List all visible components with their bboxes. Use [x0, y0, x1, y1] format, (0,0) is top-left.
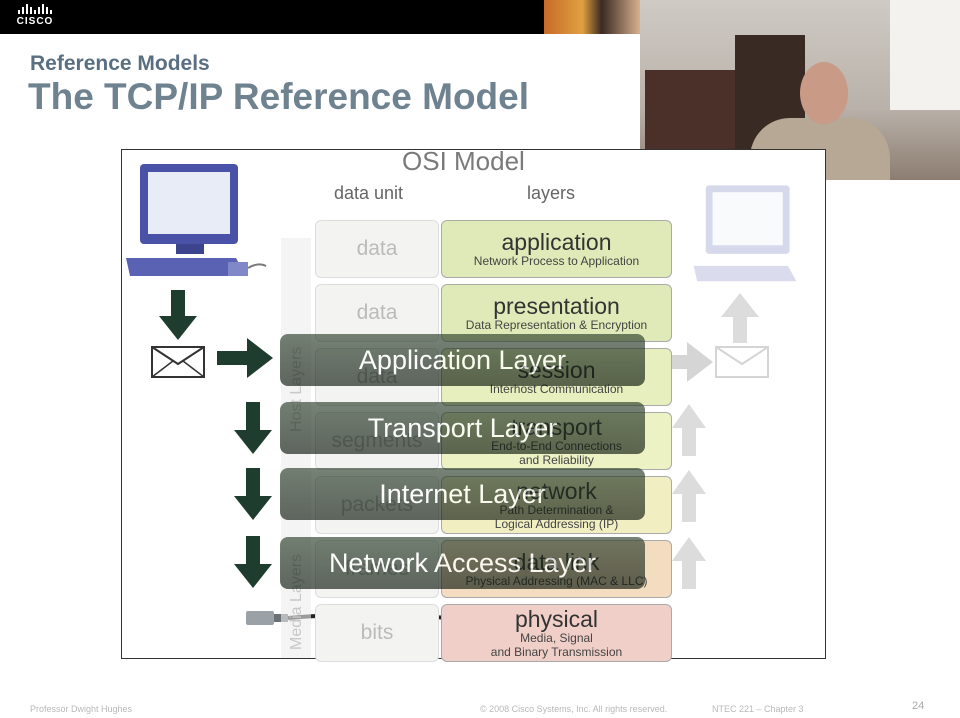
slide-title: The TCP/IP Reference Model	[28, 76, 529, 118]
down-arrow-icon-4	[234, 536, 272, 588]
osi-data-unit: bits	[315, 604, 439, 662]
ghost-envelope-icon	[715, 346, 769, 378]
section-label: Reference Models	[30, 52, 210, 75]
footer-copyright: © 2008 Cisco Systems, Inc. All rights re…	[480, 704, 668, 714]
footer-course: NTEC 221 – Chapter 3	[712, 704, 804, 714]
osi-layer-name: physical	[514, 606, 599, 632]
osi-layer-name: application	[501, 229, 612, 255]
cisco-logo: CISCO	[12, 4, 58, 30]
osi-layer-desc-2: and Reliability	[519, 453, 594, 467]
osi-data-unit: data	[315, 284, 439, 342]
webcam-video	[640, 0, 960, 180]
tcpip-network-access-layer: Network Access Layer	[280, 537, 645, 589]
column-header-layers: layers	[527, 183, 576, 203]
presenter-head	[800, 62, 848, 124]
osi-layer-desc: Data Representation & Encryption	[465, 318, 648, 332]
logo-text: CISCO	[16, 16, 54, 27]
footer-presenter: Professor Dwight Hughes	[30, 704, 133, 714]
osi-model-title: OSI Model	[402, 146, 525, 176]
down-arrow-icon	[159, 290, 197, 340]
tcpip-transport-layer: Transport Layer	[280, 402, 645, 454]
ghost-up-arrow-icon-4	[672, 537, 706, 589]
down-arrow-icon-2	[234, 402, 272, 454]
osi-layer-desc: Media, Signal	[520, 631, 593, 645]
tcpip-internet-layer: Internet Layer	[280, 468, 645, 520]
down-arrow-icon-3	[234, 468, 272, 520]
presenter-video-thumbnail	[544, 0, 640, 34]
column-header-data-unit: data unit	[334, 183, 404, 203]
ghost-up-arrow-icon-3	[672, 470, 706, 522]
tcpip-application-layer: Application Layer	[280, 334, 645, 386]
osi-layer-desc: Network Process to Application	[473, 254, 640, 268]
osi-data-unit: data	[315, 220, 439, 278]
osi-layer-desc-2: Logical Addressing (IP)	[494, 517, 619, 531]
room-desk	[645, 70, 735, 155]
osi-layer-desc-2: and Binary Transmission	[490, 645, 623, 659]
osi-layer-name: presentation	[493, 293, 620, 319]
right-arrow-icon	[217, 338, 273, 378]
envelope-icon	[151, 346, 205, 378]
ghost-computer-icon	[693, 185, 797, 282]
computer-icon	[126, 164, 267, 276]
room-window	[890, 0, 960, 110]
ghost-up-arrow-icon	[721, 293, 759, 343]
page-number: 24	[912, 700, 925, 712]
slide-title-text: The TCP/IP Reference Model	[28, 76, 529, 117]
ghost-up-arrow-icon-2	[672, 404, 706, 456]
